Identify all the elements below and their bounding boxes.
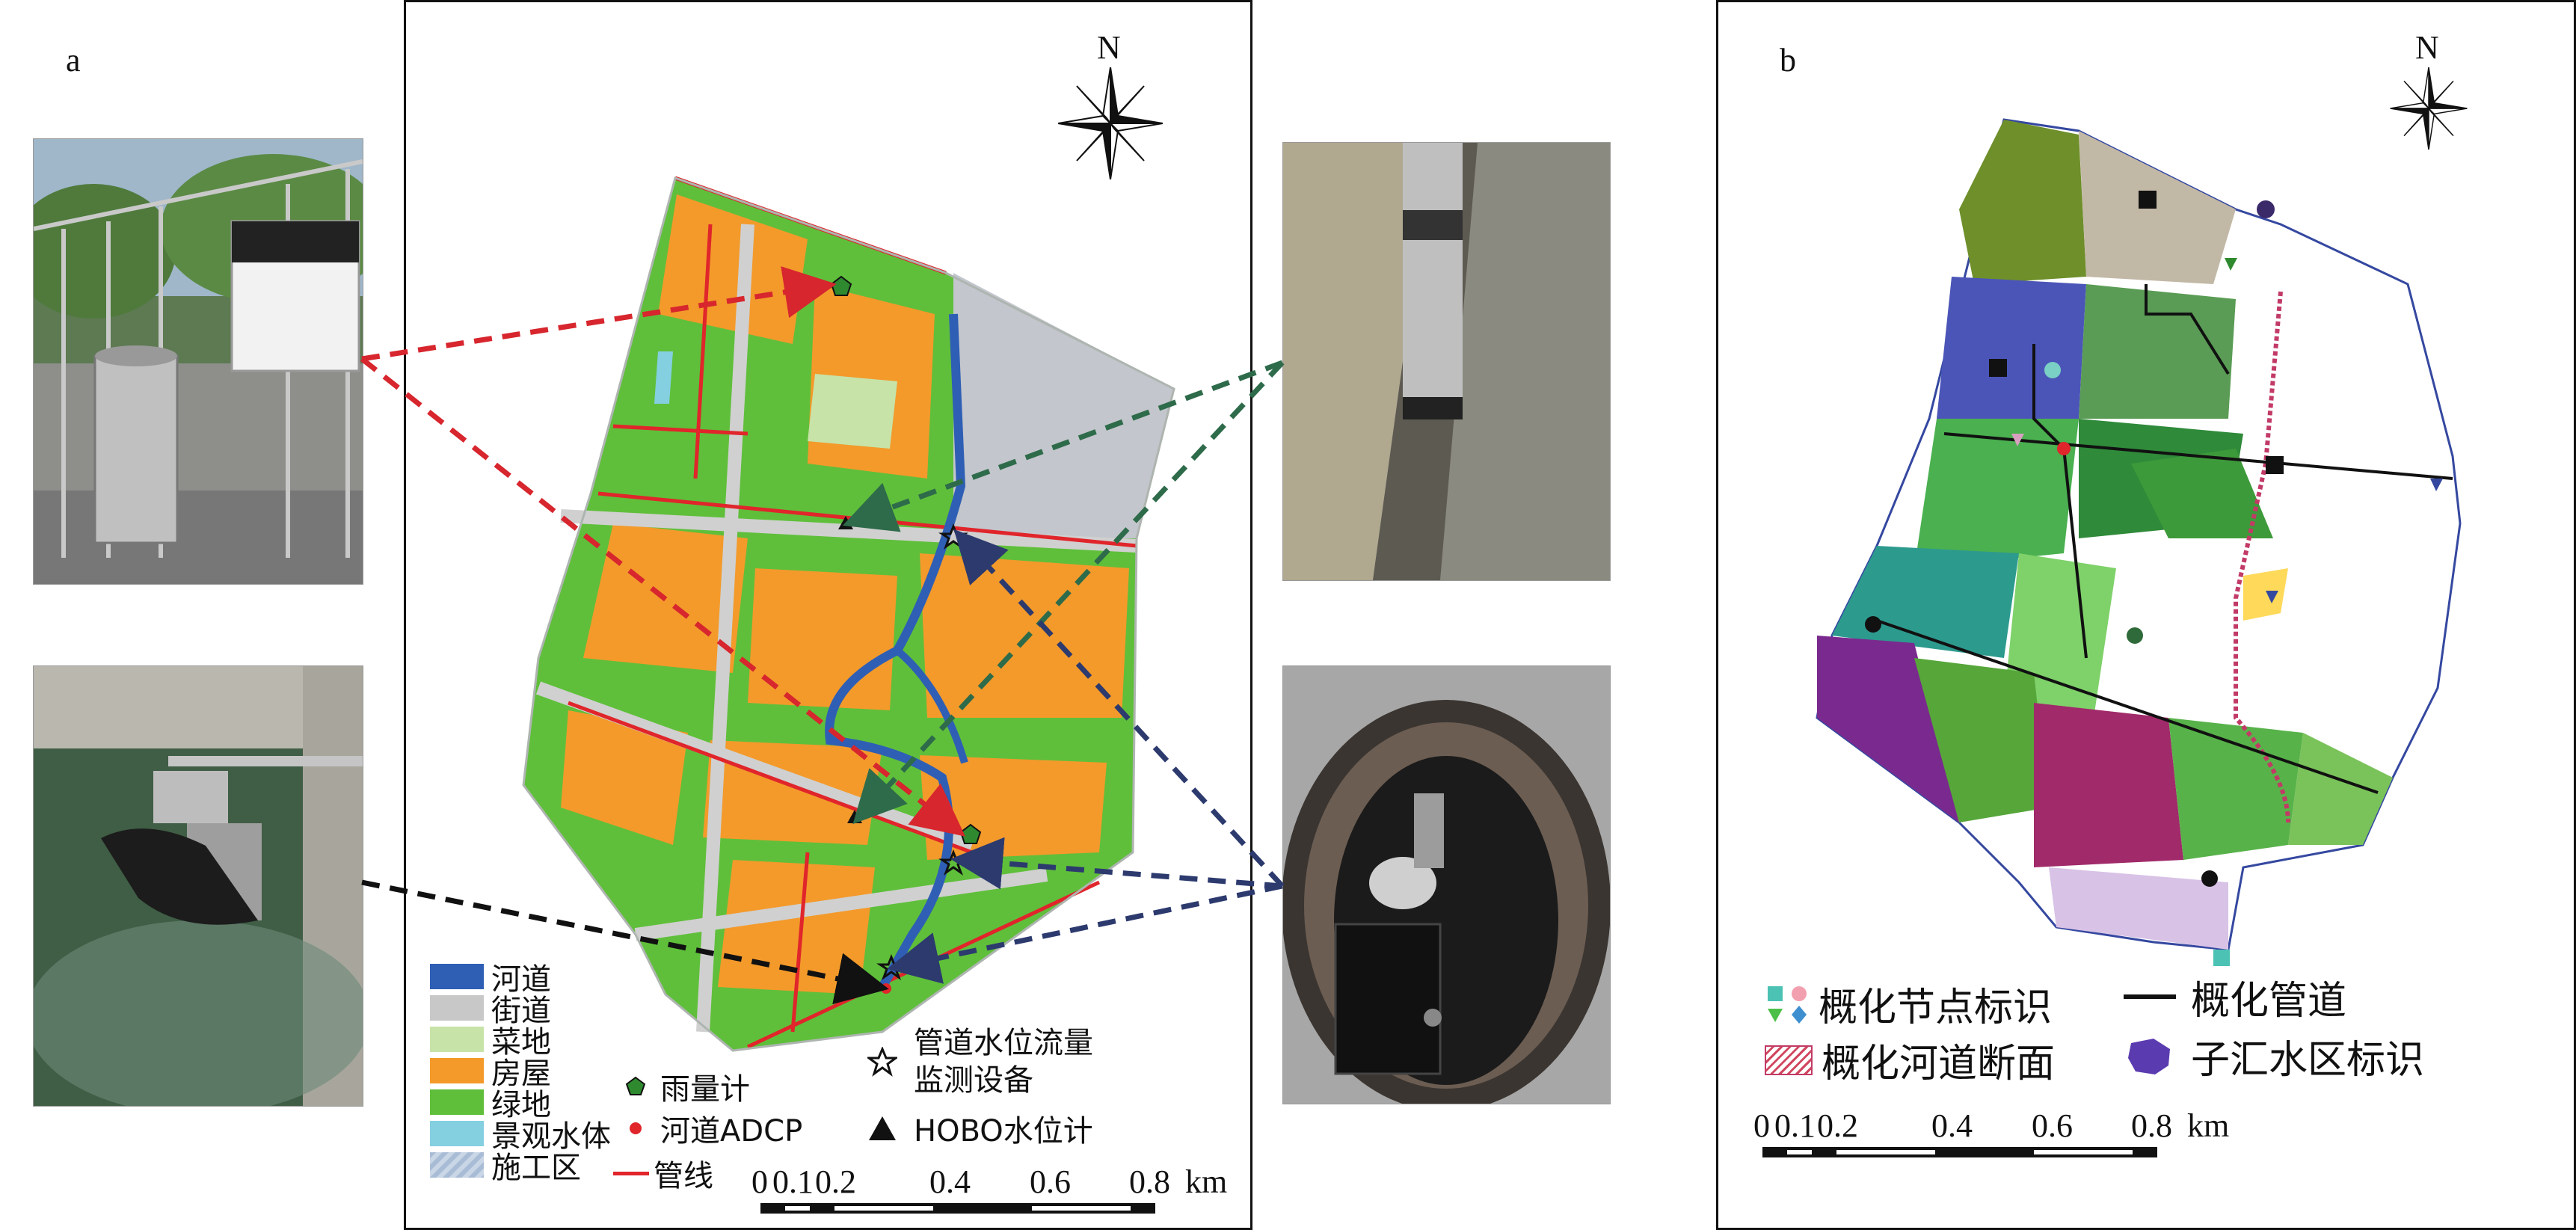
scale-bar-b: 0 0.1 0.2 0.4 0.6 0.8 km [1753, 1107, 2240, 1166]
scale-a-tick-0-6: 0.6 [1030, 1163, 1071, 1200]
legend-swatch-vegetable [430, 1027, 484, 1052]
legend-label-adcp: 河道ADCP [660, 1114, 803, 1148]
scale-a-tick-0: 0 [751, 1163, 768, 1200]
node-icon [1768, 985, 1807, 1024]
river-channel [825, 313, 966, 989]
legend-a-landuse: 河道 街道 菜地 房屋 绿地 景观水体 施工区 [430, 961, 654, 1185]
legend-label-landscape-water: 景观水体 [491, 1119, 611, 1154]
legend-label-rain-gauge: 雨量计 [660, 1072, 750, 1107]
photo-hobo-logger [1282, 142, 1611, 581]
scale-b-tick-0-4: 0.4 [1931, 1107, 1973, 1144]
legend-pipe-line-b [2124, 994, 2176, 999]
legend-label-subcatchment: 子汇水区标识 [2191, 1038, 2425, 1083]
legend-label-pipe-monitor-2: 监测设备 [914, 1063, 1033, 1098]
legend-pipe-line [613, 1171, 649, 1175]
map-a-landuse [522, 176, 1175, 1052]
scale-a-bar [760, 1203, 1155, 1214]
legend-swatch-construction [430, 1152, 484, 1178]
photo-pipe-monitor-manhole [1282, 665, 1611, 1104]
scale-b-unit: km [2187, 1107, 2230, 1144]
legend-a-pipe: 管线 [613, 1151, 713, 1195]
legend-label-pipe-monitor-1: 管道水位流量 [914, 1026, 1093, 1060]
rain-gauge-icon [625, 1076, 646, 1095]
scale-b-bar [1762, 1147, 2157, 1157]
photo-river-adcp [33, 665, 363, 1107]
subcatchment-icon [2128, 1038, 2170, 1074]
legend-label-construction: 施工区 [491, 1151, 581, 1185]
legend-swatch-river [430, 964, 484, 989]
legend-a-pipe-monitor: 管道水位流量 监测设备 [867, 1024, 1093, 1099]
legend-label-greenland: 绿地 [491, 1088, 551, 1122]
legend-label-street: 街道 [491, 994, 551, 1028]
scale-bar-a: 0 0.1 0.2 0.4 0.6 0.8 km [751, 1163, 1238, 1223]
node-markers [1865, 191, 2443, 966]
north-label-b: N [2415, 29, 2439, 66]
scale-b-tick-0: 0 [1753, 1107, 1770, 1144]
scale-a-tick-0-1: 0.1 [772, 1163, 814, 1200]
legend-swatch-landscape-water [430, 1121, 484, 1146]
legend-swatch-greenland [430, 1089, 484, 1115]
star-icon [867, 1047, 897, 1077]
triangle-icon [869, 1116, 896, 1140]
legend-label-river: 河道 [491, 962, 551, 997]
north-arrow-icon [1058, 67, 1163, 179]
panel-a-letter: a [66, 42, 81, 79]
scale-a-tick-0-2: 0.2 [815, 1163, 856, 1200]
legend-label-house: 房屋 [491, 1057, 551, 1091]
legend-label-hobo: HOBO水位计 [914, 1114, 1093, 1148]
legend-label-node: 概化节点标识 [1819, 985, 2053, 1030]
north-label-a: N [1097, 29, 1121, 66]
scale-a-unit: km [1185, 1163, 1228, 1200]
scale-a-tick-0-8: 0.8 [1129, 1163, 1170, 1200]
adcp-icon [630, 1122, 642, 1134]
north-arrow-icon [2390, 67, 2468, 150]
legend-a-devices: 雨量计 河道ADCP [624, 1066, 802, 1149]
scale-a-tick-0-4: 0.4 [929, 1163, 971, 1200]
legend-label-river-section: 概化河道断面 [1822, 1042, 2056, 1086]
legend-label-vegetable: 菜地 [491, 1025, 551, 1060]
scale-b-tick-0-8: 0.8 [2131, 1107, 2172, 1144]
river-section-icon [1765, 1045, 1813, 1075]
legend-swatch-house [430, 1058, 484, 1083]
map-b-subcatchments [1816, 118, 2462, 966]
legend-swatch-street [430, 995, 484, 1021]
photo-rain-gauge-station [33, 138, 363, 585]
panel-b-letter: b [1780, 42, 1796, 79]
legend-label-generalized-pipe: 概化管道 [2191, 978, 2347, 1024]
legend-b: 概化节点标识 概化管道 概化河道断面 子汇水区标识 [1765, 972, 2542, 1092]
scale-b-tick-0-1: 0.1 [1774, 1107, 1816, 1144]
scale-b-tick-0-2: 0.2 [1817, 1107, 1858, 1144]
legend-a-hobo: HOBO水位计 [867, 1107, 1093, 1150]
legend-label-pipe: 管线 [654, 1159, 713, 1193]
scale-b-tick-0-6: 0.6 [2032, 1107, 2073, 1144]
